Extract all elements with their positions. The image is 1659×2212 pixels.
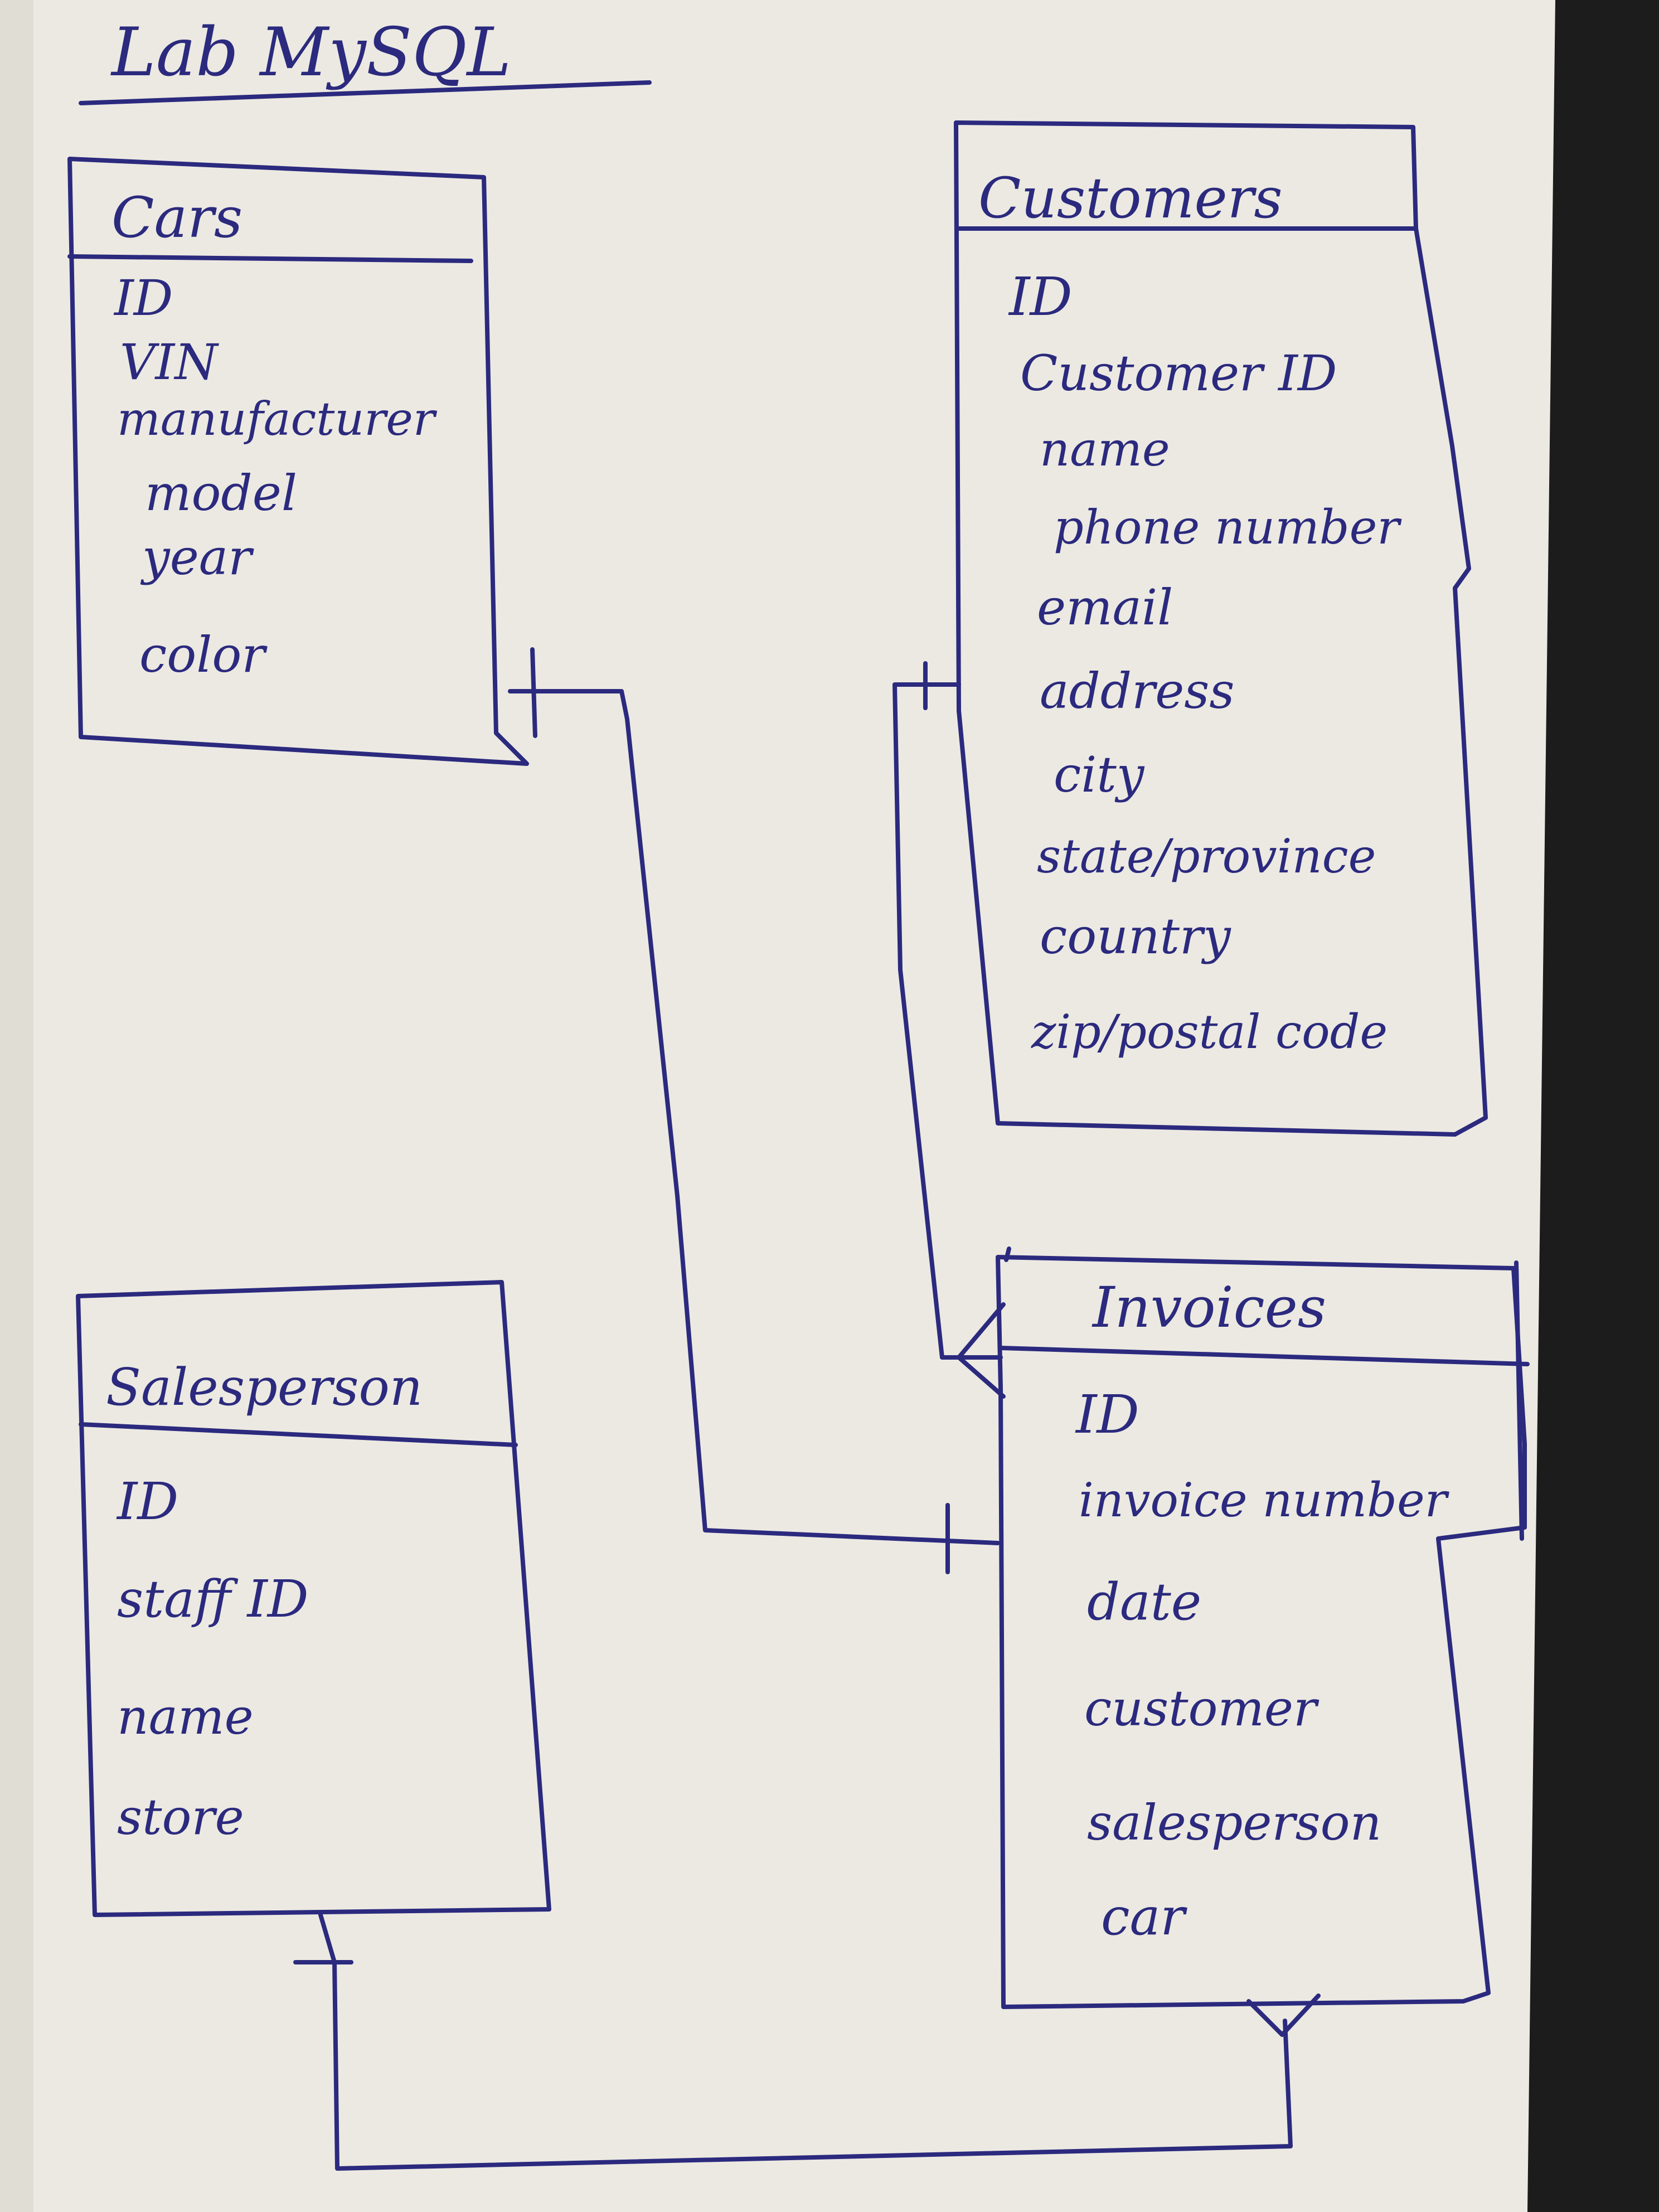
entity-cars-box — [67, 157, 529, 766]
diagram-title: Lab MySQL — [110, 14, 511, 91]
entity-customers-field: state/province — [1037, 829, 1376, 884]
entity-salesperson-field: staff ID — [117, 1569, 309, 1629]
entity-customers-field: city — [1054, 746, 1145, 803]
entity-invoices-field: salesperson — [1087, 1794, 1381, 1851]
entity-customers-field: phone number — [1054, 500, 1402, 555]
entity-invoices-tab — [1004, 1246, 1011, 1262]
entity-cars-field: model — [145, 464, 297, 522]
entity-customers-field: address — [1040, 662, 1235, 720]
entity-customers-field: email — [1037, 579, 1173, 636]
entity-cars-title: Cars — [111, 185, 242, 250]
entity-invoices-title: Invoices — [1092, 1275, 1326, 1340]
entity-cars-divider — [67, 254, 473, 263]
entity-invoices-field: customer — [1084, 1680, 1320, 1737]
entity-salesperson-field: ID — [116, 1472, 178, 1531]
relationship-line — [318, 1913, 1293, 2171]
entity-cars: Cars ID VIN manufacturer model year colo… — [67, 157, 529, 766]
entity-salesperson-title: Salesperson — [106, 1357, 423, 1417]
cardinality-many-mark — [1246, 1993, 1321, 2037]
paper-sheet — [0, 0, 1555, 2212]
relationship-customers-invoices — [892, 661, 1006, 1399]
title-underline — [79, 80, 652, 105]
entity-salesperson-box — [76, 1280, 551, 1917]
relationship-cars-invoices — [508, 647, 1000, 1574]
entity-invoices-divider — [998, 1346, 1530, 1366]
entity-salesperson-divider — [79, 1422, 518, 1447]
entity-invoices-field: invoice number — [1079, 1473, 1450, 1527]
entity-cars-field: ID — [113, 269, 173, 327]
cardinality-one-mark — [530, 647, 537, 738]
entity-customers-field: Customer ID — [1020, 345, 1337, 402]
entity-customers-field: zip/postal code — [1031, 1005, 1388, 1059]
entity-cars-field: VIN — [120, 333, 219, 391]
entity-cars-field: year — [140, 528, 254, 586]
entity-customers-title: Customers — [978, 166, 1283, 231]
entity-customers-field: ID — [1008, 266, 1073, 328]
entity-customers-field: country — [1040, 908, 1231, 965]
entity-invoices: Invoices ID invoice number date customer… — [996, 1246, 1530, 2009]
relationship-line — [508, 689, 1000, 1545]
entity-cars-field: color — [139, 626, 268, 683]
page-spine-shadow — [0, 0, 33, 2212]
relationship-salesperson-invoices — [293, 1913, 1321, 2171]
entity-salesperson-field: store — [117, 1788, 244, 1846]
entity-invoices-field: ID — [1075, 1384, 1139, 1445]
entity-salesperson: Salesperson ID staff ID name store — [76, 1280, 551, 1917]
entity-customers: Customers ID Customer ID name phone numb… — [954, 120, 1488, 1137]
entity-salesperson-field: name — [117, 1688, 254, 1745]
entity-customers-box — [954, 120, 1488, 1137]
entity-cars-field: manufacturer — [117, 393, 438, 446]
entity-invoices-field: date — [1087, 1572, 1201, 1632]
cardinality-many-mark — [957, 1302, 1006, 1399]
entity-customers-field: name — [1040, 422, 1170, 477]
entity-invoices-field: car — [1101, 1887, 1187, 1947]
entity-invoices-edge — [1514, 1260, 1524, 1541]
